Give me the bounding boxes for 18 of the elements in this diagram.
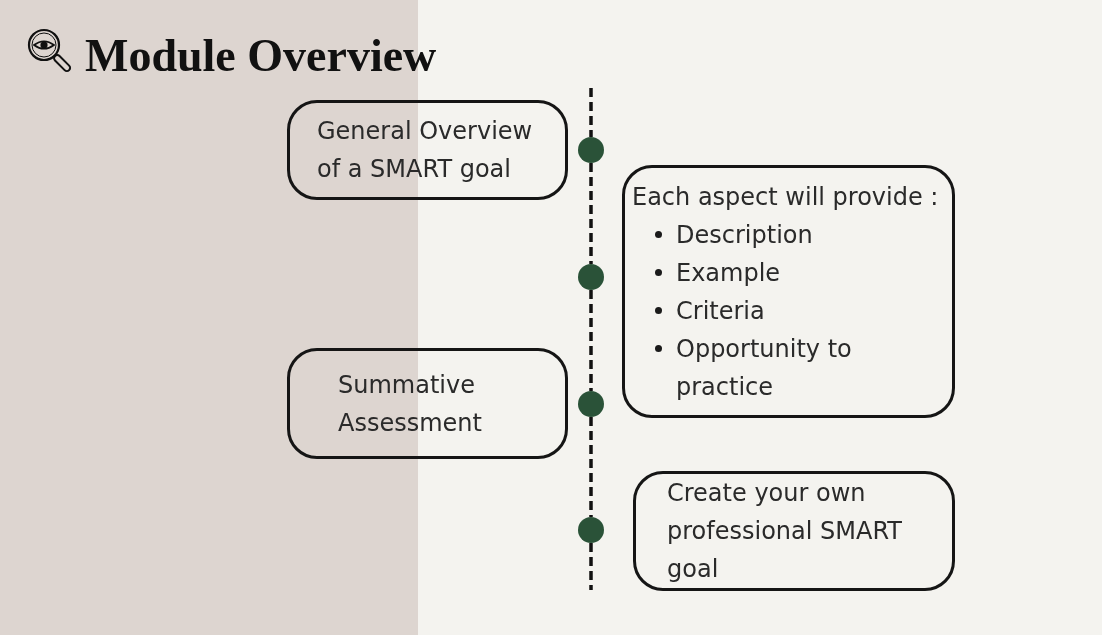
timeline-line: [589, 417, 593, 517]
list-heading: Each aspect will provide :: [632, 181, 939, 213]
step-text: General Overview of a SMART goal: [317, 116, 534, 185]
timeline-line: [589, 290, 593, 391]
timeline-line: [589, 163, 593, 264]
list-item: Opportunity to practice: [676, 333, 853, 403]
timeline-line: [589, 543, 593, 590]
step-box: [633, 471, 955, 591]
step-text: Create your own professional SMART goal: [667, 478, 903, 585]
step-text: Summative Assessment: [338, 369, 483, 439]
timeline-line: [589, 88, 593, 137]
step-box: [287, 348, 568, 459]
step-box: [287, 100, 568, 200]
page-title: Module Overview: [85, 33, 437, 79]
list-item: Description: [676, 219, 813, 251]
list-item: Example: [676, 257, 781, 289]
step-box: [622, 165, 955, 418]
list-item: Criteria: [676, 295, 765, 327]
